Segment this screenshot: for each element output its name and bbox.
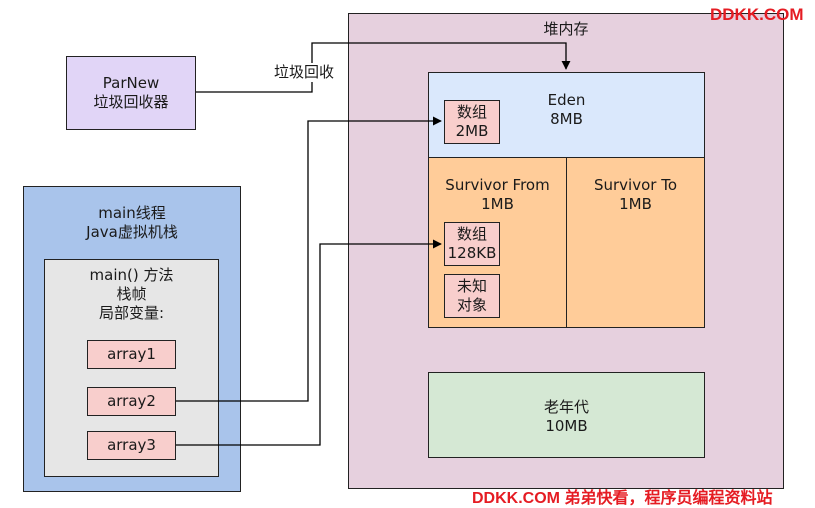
- unknown-object-line1: 未知: [456, 277, 487, 295]
- frame-method-label: main() 方法: [89, 266, 174, 284]
- main-thread-label: main线程: [98, 204, 166, 222]
- var-array3-label: array3: [107, 436, 156, 454]
- var-array2-label: array2: [107, 392, 156, 410]
- parnew-collector: ParNew 垃圾回收器: [66, 56, 196, 130]
- local-vars-label: 局部变量:: [98, 304, 165, 322]
- old-generation-size: 10MB: [545, 417, 588, 435]
- eden-size: 8MB: [550, 110, 583, 128]
- unknown-object: 未知 对象: [444, 274, 500, 318]
- var-array3: array3: [87, 431, 176, 460]
- survivor-array-object: 数组 128KB: [444, 222, 500, 266]
- survivor-from-size: 1MB: [481, 195, 514, 213]
- survivor-from-label: Survivor From: [445, 176, 550, 194]
- watermark-top: DDKK.COM: [710, 5, 804, 24]
- parnew-collector-name: ParNew: [102, 74, 160, 92]
- old-generation-label: 老年代: [543, 398, 589, 416]
- survivor-to-region: Survivor To 1MB: [566, 157, 705, 328]
- var-array2: array2: [87, 387, 176, 416]
- watermark-bottom: DDKK.COM 弟弟快看，程序员编程资料站: [472, 490, 773, 507]
- heap-memory-label: 堆内存: [543, 20, 589, 38]
- eden-label: Eden: [547, 91, 586, 109]
- survivor-array-label: 数组: [456, 225, 487, 243]
- survivor-array-size: 128KB: [447, 244, 497, 262]
- jvm-stack-label: Java虚拟机栈: [86, 223, 178, 241]
- unknown-object-line2: 对象: [456, 296, 487, 314]
- old-generation-region: 老年代 10MB: [428, 372, 705, 458]
- var-array1: array1: [87, 340, 176, 369]
- survivor-to-size: 1MB: [619, 195, 652, 213]
- frame-label: 栈帧: [116, 285, 147, 303]
- eden-array-object: 数组 2MB: [444, 100, 500, 144]
- survivor-to-label: Survivor To: [593, 176, 678, 194]
- eden-array-label: 数组: [456, 103, 487, 121]
- eden-array-size: 2MB: [455, 122, 489, 140]
- var-array1-label: array1: [107, 345, 156, 363]
- parnew-collector-desc: 垃圾回收器: [93, 93, 169, 111]
- gc-edge-label: 垃圾回收: [272, 63, 337, 82]
